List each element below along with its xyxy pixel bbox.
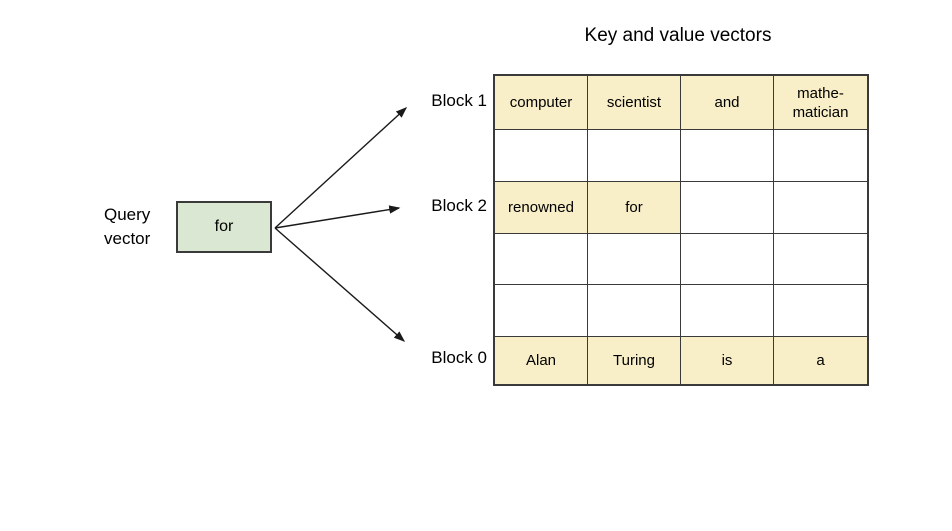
table-cell: [681, 182, 774, 234]
table-cell: [495, 234, 588, 285]
table-cell: a: [774, 337, 867, 384]
table-cell: Alan: [495, 337, 588, 384]
table-cell: [495, 285, 588, 337]
table-cell: [588, 130, 681, 182]
table-cell: [774, 234, 867, 285]
table-cell: mathe- matician: [774, 76, 867, 130]
table-cell: [774, 285, 867, 337]
table-cell: [774, 130, 867, 182]
table-cell: [681, 285, 774, 337]
table-cell: [588, 234, 681, 285]
table-cell: computer: [495, 76, 588, 130]
block-2-label: Block 2: [431, 196, 487, 215]
table-cell: [681, 130, 774, 182]
table-cell: and: [681, 76, 774, 130]
block-0-label: Block 0: [431, 348, 487, 367]
query-vector-label: Query vector: [104, 205, 151, 248]
table-cell: [588, 285, 681, 337]
kv-cache-table: computer scientist and mathe- matician r…: [493, 74, 869, 386]
arrow-to-block-0: [274, 227, 406, 342]
arrow-to-block-2: [274, 205, 401, 229]
table-cell: for: [588, 182, 681, 234]
table-cell: [774, 182, 867, 234]
table-cell: is: [681, 337, 774, 384]
block-1-label: Block 1: [431, 91, 487, 110]
query-vector-box: for: [176, 201, 272, 253]
table-cell: [681, 234, 774, 285]
arrow-to-block-1: [274, 107, 408, 229]
table-cell: renowned: [495, 182, 588, 234]
query-token: for: [214, 218, 234, 235]
table-cell: scientist: [588, 76, 681, 130]
table-cell: Turing: [588, 337, 681, 384]
table-cell: [495, 130, 588, 182]
page-title: Key and value vectors: [584, 25, 772, 46]
